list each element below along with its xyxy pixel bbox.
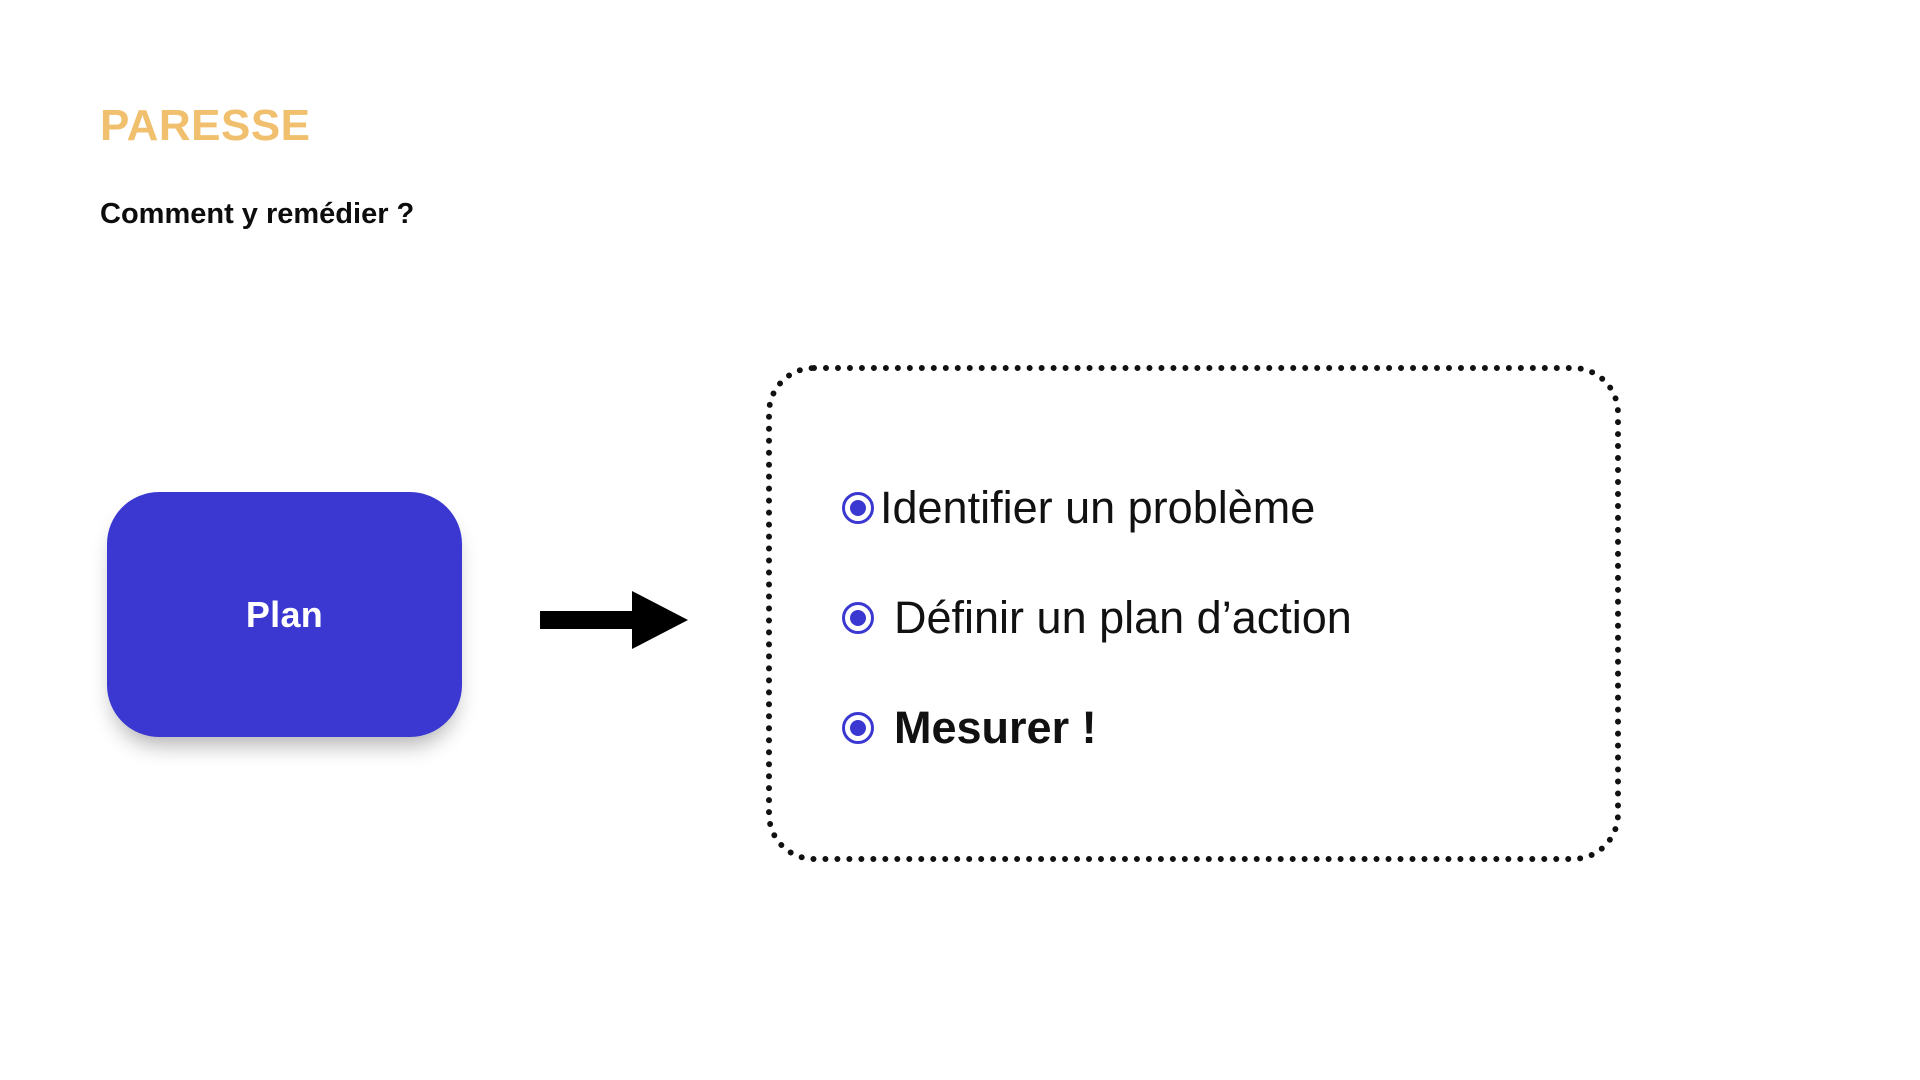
page-subtitle: Comment y remédier ? (100, 198, 415, 230)
radio-bullet-icon (842, 602, 874, 634)
step-label: Définir un plan d’action (894, 592, 1352, 644)
plan-node-label: Plan (245, 593, 324, 635)
radio-bullet-icon (842, 492, 874, 524)
plan-node: Plan (107, 492, 462, 737)
step-label: Mesurer ! (894, 702, 1097, 754)
list-item: Mesurer ! (842, 673, 1562, 783)
steps-list: Identifier un problème Définir un plan d… (842, 453, 1562, 783)
step-label: Identifier un problème (880, 482, 1316, 534)
list-item: Définir un plan d’action (842, 563, 1562, 673)
list-item: Identifier un problème (842, 453, 1562, 563)
arrow-right-icon (540, 588, 690, 652)
steps-panel: Identifier un problème Définir un plan d… (766, 365, 1621, 862)
page-title: PARESSE (100, 101, 311, 150)
radio-bullet-icon (842, 712, 874, 744)
